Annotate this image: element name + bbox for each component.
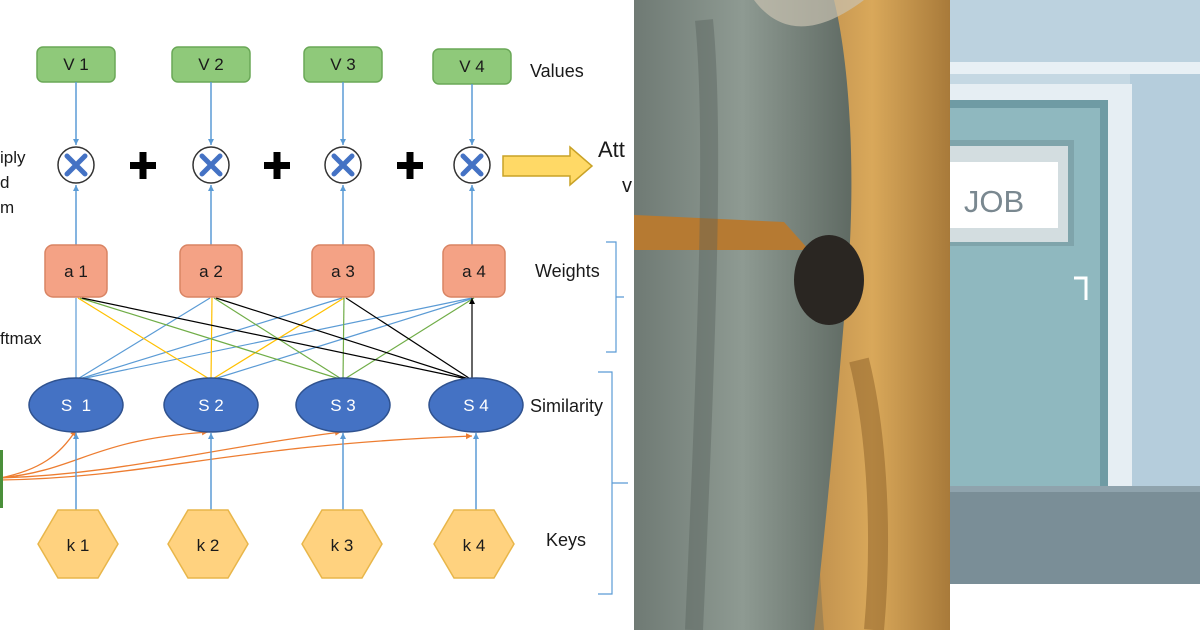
job-sign <box>950 162 1058 228</box>
crowd-photo-image <box>634 0 950 630</box>
similarity-label: S 1 <box>61 396 91 415</box>
plus-icon <box>397 152 423 179</box>
keys-row-label: Keys <box>546 530 586 550</box>
key-label: k 4 <box>463 536 486 555</box>
similarity-label: S 3 <box>330 396 356 415</box>
value-box-4: V 4 <box>432 48 512 85</box>
similarity-row-label: Similarity <box>530 396 603 416</box>
key-label: k 1 <box>67 536 90 555</box>
value-label: V 3 <box>330 55 356 74</box>
query-box-edge <box>0 450 3 508</box>
similarity-node-1: S 1 <box>28 377 124 433</box>
value-label: V 2 <box>198 55 224 74</box>
weight-box-2: a 2 <box>179 244 243 298</box>
job-door-illustration: JOB <box>950 0 1200 630</box>
value-box-2: V 2 <box>171 46 251 83</box>
output-label-line-2: v <box>622 175 632 197</box>
softmax-connections <box>75 297 475 381</box>
multiply-icon <box>453 146 491 184</box>
weight-box-1: a 1 <box>44 244 108 298</box>
value-label: V 4 <box>459 57 485 76</box>
multiply-icon <box>324 146 362 184</box>
plus-icon <box>264 152 290 179</box>
similarity-node-2: S 2 <box>163 377 259 433</box>
left-label-softmax: ftmax <box>0 329 42 348</box>
weights-bracket <box>606 241 624 353</box>
weight-label: a 4 <box>462 262 486 281</box>
similarity-node-3: S 3 <box>295 377 391 433</box>
value-box-3: V 3 <box>303 46 383 83</box>
weight-label: a 1 <box>64 262 88 281</box>
value-label: V 1 <box>63 55 89 74</box>
key-label: k 2 <box>197 536 220 555</box>
value-box-1: V 1 <box>36 46 116 83</box>
weight-box-4: a 4 <box>442 244 506 298</box>
key-arrows <box>73 433 479 510</box>
key-node-4: k 4 <box>433 509 515 579</box>
multiply-icon <box>192 146 230 184</box>
weights-row-label: Weights <box>535 261 600 281</box>
key-node-3: k 3 <box>301 509 383 579</box>
diagram-canvas: V 1 V 2 V 3 V 4 Values <box>0 46 632 595</box>
weight-arrows <box>73 185 475 245</box>
left-label-multiply: iply <box>0 148 26 167</box>
weight-label: a 2 <box>199 262 223 281</box>
query-arrows <box>0 429 473 481</box>
multiply-icon <box>57 146 95 184</box>
output-label: Att <box>598 137 625 162</box>
similarity-label: S 4 <box>463 396 489 415</box>
door-handle-icon <box>1074 276 1088 300</box>
similarity-label: S 2 <box>198 396 224 415</box>
similarity-keys-bracket <box>598 371 628 595</box>
output-arrow-icon <box>502 145 594 187</box>
attention-diagram: V 1 V 2 V 3 V 4 Values <box>0 46 632 595</box>
weight-box-3: a 3 <box>311 244 375 298</box>
key-label: k 3 <box>331 536 354 555</box>
similarity-node-4: S 4 <box>428 377 524 433</box>
value-arrows <box>73 82 475 145</box>
left-label-sum: m <box>0 198 14 217</box>
job-door-image: JOB <box>950 0 1200 630</box>
left-label-and: d <box>0 173 9 192</box>
key-node-2: k 2 <box>167 509 249 579</box>
key-node-1: k 1 <box>37 509 119 579</box>
plus-icon <box>130 152 156 179</box>
weight-label: a 3 <box>331 262 355 281</box>
crowd-photo <box>634 0 950 630</box>
values-row-label: Values <box>530 61 584 81</box>
job-sign-text: JOB <box>964 184 1024 219</box>
